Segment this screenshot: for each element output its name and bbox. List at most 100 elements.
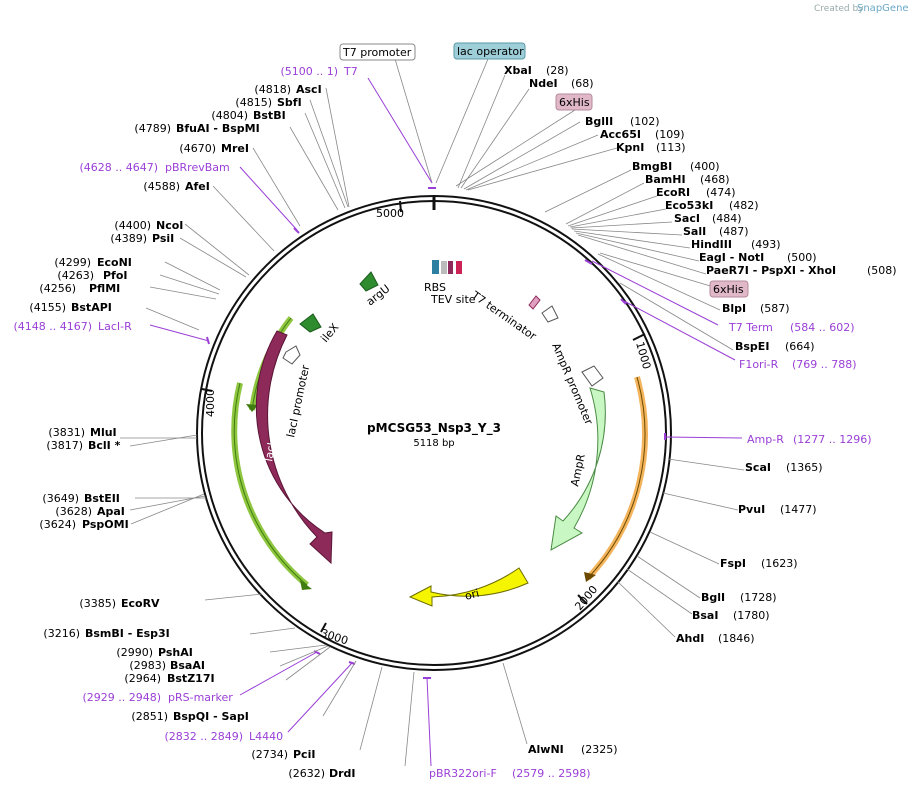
site-EcoRI: EcoRI	[656, 186, 690, 199]
svg-text:(769 .. 788): (769 .. 788)	[792, 358, 857, 371]
lacI-label: lacI	[262, 441, 278, 462]
site-BamHI: BamHI	[645, 173, 686, 186]
site-BsmBI-Esp3I: BsmBI - Esp3I	[85, 627, 170, 640]
primer-T7: T7	[343, 65, 358, 78]
plasmid-name: pMCSG53_Nsp3_Y_3	[367, 421, 501, 436]
svg-text:(1365): (1365)	[786, 461, 823, 474]
svg-text:(4818): (4818)	[254, 83, 291, 96]
site-SacI: SacI	[674, 212, 700, 225]
site-PspOMI: PspOMI	[82, 518, 129, 531]
primer-T7Term: T7 Term	[728, 321, 773, 334]
his-tag-feature[interactable]	[448, 261, 453, 274]
svg-text:(400): (400)	[690, 160, 720, 173]
site-EagI-NotI: EagI - NotI	[699, 251, 764, 264]
lacI-promoter-label: lacI promoter	[284, 363, 312, 438]
lacI-feature-arrow[interactable]	[255, 330, 333, 565]
site-BglII: BglII	[585, 115, 613, 128]
svg-text:(484): (484)	[712, 212, 742, 225]
site-AlwNI: AlwNI	[528, 743, 564, 756]
site-BlpI: BlpI	[722, 302, 746, 315]
rbs-feature[interactable]	[432, 260, 439, 274]
primer-labels: (5100 .. 1)T7 T7 Term(584 .. 602) F1ori-…	[13, 65, 871, 780]
rbs-label: RBS	[424, 281, 446, 294]
lacI-promoter-arrow[interactable]	[282, 345, 301, 365]
svg-text:(587): (587)	[760, 302, 790, 315]
svg-text:(4155): (4155)	[29, 301, 66, 314]
site-BfuAI-BspMI: BfuAI - BspMI	[176, 122, 260, 135]
svg-text:(4299): (4299)	[54, 256, 91, 269]
site-labels-right: XbaI(28) NdeI(68) BglII(102) Acc65I(109)…	[504, 64, 897, 756]
svg-text:(1277 .. 1296): (1277 .. 1296)	[793, 433, 872, 446]
primer-pBR322ori-F: pBR322ori-F	[429, 767, 497, 780]
svg-text:(482): (482)	[729, 199, 759, 212]
site-ScaI: ScaI	[745, 461, 771, 474]
svg-text:(1623): (1623)	[761, 557, 798, 570]
tick-marks	[201, 196, 646, 633]
site-AscI: AscI	[296, 83, 322, 96]
primer-pBRrevBam: pBRrevBam	[165, 161, 230, 174]
svg-text:(474): (474)	[706, 186, 736, 199]
svg-text:(2983): (2983)	[129, 659, 166, 672]
svg-text:(3817): (3817)	[46, 439, 83, 452]
t7-terminator-feature[interactable]	[528, 295, 541, 310]
site-BsaI: BsaI	[692, 609, 718, 622]
site-BmgBI: BmgBI	[632, 160, 672, 173]
site-MluI: MluI	[90, 426, 117, 439]
site-EcoNI: EcoNI	[97, 256, 132, 269]
his-tag-box-2[interactable]	[709, 280, 749, 298]
primer-pRS-marker: pRS-marker	[168, 691, 233, 704]
site-BglI: BglI	[701, 591, 725, 604]
svg-text:(102): (102)	[630, 115, 660, 128]
svg-text:(4256): (4256)	[39, 282, 76, 295]
svg-text:(109): (109)	[655, 128, 685, 141]
svg-text:(4670): (4670)	[179, 142, 216, 155]
primer-L4440: L4440	[249, 730, 283, 743]
lac-operator-feature[interactable]	[441, 261, 447, 274]
svg-text:(500): (500)	[787, 251, 817, 264]
site-BspEI: BspEI	[735, 340, 769, 353]
svg-text:(4400): (4400)	[114, 219, 151, 232]
lac-operator-label: lac operator	[457, 45, 524, 58]
svg-text:(1846): (1846)	[718, 632, 755, 645]
ileX-label: ileX	[318, 321, 341, 345]
site-PciI: PciI	[293, 748, 315, 761]
site-BstBI: BstBI	[253, 109, 286, 122]
site-PsiI: PsiI	[152, 232, 174, 245]
svg-text:(1780): (1780)	[733, 609, 770, 622]
lac-operator-box[interactable]	[453, 42, 526, 60]
ileX-feature[interactable]	[299, 313, 322, 333]
svg-text:(664): (664)	[785, 340, 815, 353]
svg-text:(493): (493)	[751, 238, 781, 251]
site-PvuI: PvuI	[738, 503, 765, 516]
site-HindIII: HindIII	[691, 238, 732, 251]
tev-site-feature[interactable]	[456, 261, 462, 274]
site-PfoI: PfoI	[103, 269, 128, 282]
created-by-label: Created by	[814, 4, 864, 14]
svg-text:(468): (468)	[700, 173, 730, 186]
his-tag-box-1[interactable]	[555, 93, 593, 111]
argU-feature[interactable]	[359, 271, 379, 292]
t7-promoter-box[interactable]	[339, 43, 416, 61]
site-AfeI: AfeI	[185, 180, 210, 193]
svg-text:(5100 .. 1): (5100 .. 1)	[280, 65, 338, 78]
site-PflMI: PflMI	[89, 282, 120, 295]
ampR-promoter-arrow[interactable]	[541, 305, 559, 323]
svg-text:(4263): (4263)	[57, 269, 94, 282]
site-PshAI: PshAI	[158, 646, 193, 659]
site-MreI: MreI	[221, 142, 249, 155]
site-DrdI: DrdI	[329, 767, 356, 780]
svg-text:(2832 .. 2849): (2832 .. 2849)	[164, 730, 243, 743]
svg-text:(113): (113)	[656, 141, 686, 154]
ori-feature-arrow[interactable]	[408, 567, 529, 607]
svg-text:(487): (487)	[719, 225, 749, 238]
site-ApaI: ApaI	[97, 505, 125, 518]
svg-text:(2990): (2990)	[116, 646, 153, 659]
tick-label-5000: 5000	[376, 207, 404, 220]
svg-text:(2851): (2851)	[131, 710, 168, 723]
site-FspI: FspI	[720, 557, 746, 570]
site-BspQI-SapI: BspQI - SapI	[173, 710, 249, 723]
site-Eco53kI: Eco53kI	[665, 199, 713, 212]
ampR-label: AmpR	[568, 452, 588, 487]
ampR-feature-arrow[interactable]	[550, 387, 606, 551]
